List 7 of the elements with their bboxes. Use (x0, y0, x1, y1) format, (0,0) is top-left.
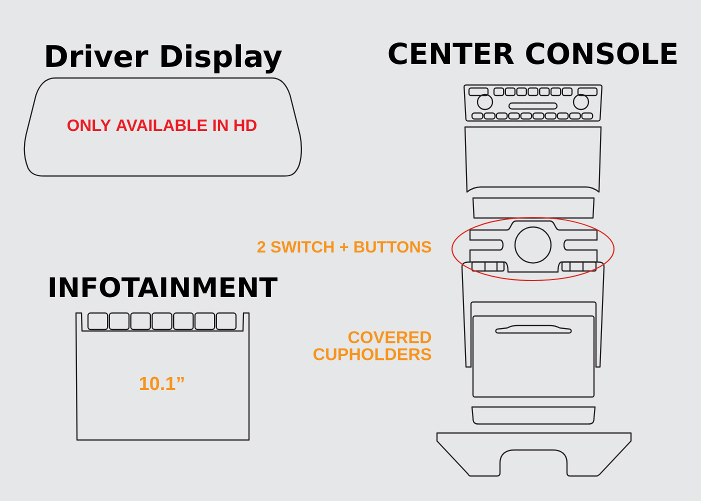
callout-text: COVERED CUPHOLDERS (313, 331, 432, 360)
callout-text: 2 SWITCH + BUTTONS (257, 241, 432, 253)
heading: INFOTAINMENT (50, 276, 278, 298)
heading: Driver Display (46, 44, 282, 74)
heading: CENTER CONSOLE (388, 42, 677, 64)
screen-panel: 10.1” (75, 312, 250, 441)
display-panel: ONLY AVAILABLE IN HD (24, 77, 302, 177)
